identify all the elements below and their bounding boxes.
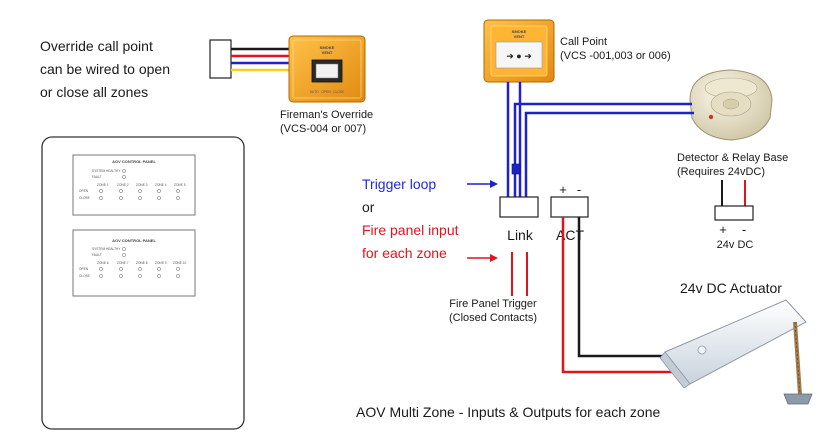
call-point-arrows: ➜ ● ➜: [506, 51, 532, 61]
call-point-device: SMOKE VENT ➜ ● ➜: [483, 19, 555, 83]
firemans-override-footer: AUTO · OPEN · CLOSE: [310, 90, 344, 94]
upper-healthy-led: [122, 169, 126, 173]
or-note: or: [362, 199, 375, 215]
act-terminal-block: [550, 196, 589, 218]
override-note: Override call point can be wired to open…: [40, 38, 170, 100]
actuator-indicator: [697, 345, 707, 355]
override-terminal-block: [209, 39, 232, 79]
actuator-wire-red: [561, 217, 678, 374]
upper-fault: FAULT: [92, 175, 102, 179]
lower-healthy-led: [122, 247, 126, 251]
trigger-loop-arrow: [467, 180, 498, 188]
act-plus: +: [559, 182, 567, 197]
call-point-face-line-2: VENT: [514, 34, 525, 39]
detector-led: [708, 114, 714, 120]
lower-zone-8: ZONE 8: [136, 261, 148, 265]
lower-fault-led: [122, 253, 126, 257]
supply-minus: -: [742, 222, 746, 237]
detector-sub: (Requires 24vDC): [677, 166, 765, 178]
lower-fault: FAULT: [92, 253, 102, 257]
override-note-line-2: can be wired to open: [40, 61, 170, 77]
fire-panel-trigger-label: Fire Panel Trigger: [449, 298, 537, 310]
actuator-device: [659, 299, 813, 405]
lower-open-label: OPEN: [79, 267, 89, 271]
actuator-body: [664, 299, 807, 385]
upper-panel-title: AOV CONTROL PANEL: [112, 159, 156, 164]
trigger-loop-wiring: [506, 82, 694, 197]
upper-zone-2: ZONE 2: [117, 183, 129, 187]
link-terminal-block: [499, 196, 539, 218]
lower-zone-10: ZONE 10: [173, 261, 187, 265]
upper-zone-1: ZONE 1: [97, 183, 109, 187]
supply-label: 24v DC: [717, 239, 754, 251]
detector-device: [689, 69, 773, 141]
lower-zone-leds: [99, 267, 180, 278]
upper-close-label: CLOSE: [79, 196, 90, 200]
firemans-override-face-line-1: SMOKE: [320, 45, 335, 50]
fire-panel-trigger-sub: (Closed Contacts): [449, 312, 537, 324]
call-point-glass: [495, 41, 543, 69]
lower-zone-6: ZONE 6: [97, 261, 109, 265]
actuator-bracket: [783, 393, 813, 405]
actuator-wire-black: [577, 217, 680, 358]
fire-input-arrow: [467, 254, 498, 262]
firemans-override-face-line-2: VENT: [322, 50, 333, 55]
firemans-override-label: Fireman's Override: [280, 109, 373, 121]
aov-control-panel: AOV CONTROL PANEL SYSTEM HEALTHY FAULT Z…: [41, 136, 245, 430]
supply-terminal-block: [714, 205, 754, 221]
lower-zone-panel: [72, 229, 196, 297]
call-point-label: Call Point: [560, 36, 607, 48]
lower-system-healthy: SYSTEM HEALTHY: [92, 247, 121, 251]
lower-zone-7: ZONE 7: [117, 261, 129, 265]
override-wiring: [209, 39, 293, 79]
lower-zone-9: ZONE 9: [155, 261, 167, 265]
upper-zone-panel: [72, 154, 196, 216]
upper-zone-4: ZONE 4: [155, 183, 167, 187]
call-point-sub: (VCS -001,003 or 006): [560, 50, 671, 62]
diagram-caption: AOV Multi Zone - Inputs & Outputs for ea…: [356, 404, 660, 420]
trigger-loop-note: Trigger loop: [362, 176, 436, 192]
loop-junction: [511, 163, 521, 175]
lower-close-label: CLOSE: [79, 274, 90, 278]
link-label: Link: [507, 227, 534, 243]
upper-zone-leds: [99, 189, 180, 200]
detector-label: Detector & Relay Base: [677, 152, 788, 164]
firemans-override-device: SMOKE VENT AUTO · OPEN · CLOSE: [288, 35, 366, 103]
actuator-label: 24v DC Actuator: [680, 280, 782, 296]
fire-input-note-line-2: for each zone: [362, 245, 447, 261]
fire-input-note-line-1: Fire panel input: [362, 222, 459, 238]
lower-panel-title: AOV CONTROL PANEL: [112, 238, 156, 243]
act-minus: -: [577, 182, 581, 197]
call-point-face-line-1: SMOKE: [512, 29, 527, 34]
upper-system-healthy: SYSTEM HEALTHY: [92, 169, 121, 173]
upper-open-label: OPEN: [79, 189, 89, 193]
firemans-override-sub: (VCS-004 or 007): [280, 123, 366, 135]
override-note-line-1: Override call point: [40, 38, 153, 54]
override-note-line-3: or close all zones: [40, 84, 148, 100]
upper-zone-5: ZONE 5: [174, 183, 186, 187]
supply-plus: +: [719, 222, 727, 237]
upper-zone-3: ZONE 3: [136, 183, 148, 187]
upper-fault-led: [122, 175, 126, 179]
